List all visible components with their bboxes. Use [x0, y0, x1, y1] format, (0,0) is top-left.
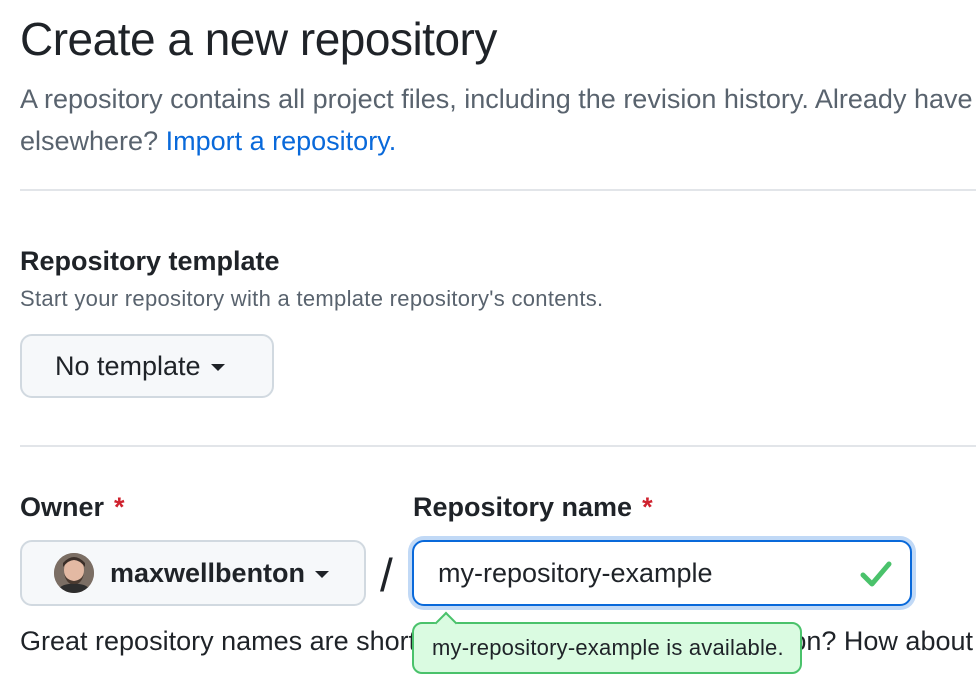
availability-message: my-repository-example is available. [432, 635, 784, 660]
template-section-description: Start your repository with a template re… [20, 286, 604, 311]
required-indicator: * [642, 492, 653, 522]
template-dropdown-label: No template [55, 350, 201, 381]
owner-label-text: Owner [20, 492, 105, 522]
page-description: A repository contains all project files,… [20, 78, 976, 162]
divider [20, 445, 976, 447]
chevron-down-icon [315, 571, 330, 578]
repository-name-input[interactable] [414, 542, 848, 604]
owner-label: Owner * [20, 492, 125, 523]
import-repository-link[interactable]: Import a repository. [165, 126, 397, 156]
owner-repo-separator: / [380, 549, 393, 601]
repository-name-label: Repository name * [413, 492, 653, 523]
owner-name: maxwellbenton [110, 557, 306, 588]
required-indicator: * [114, 492, 125, 522]
description-text-line2: elsewhere? [20, 126, 159, 156]
repository-name-label-text: Repository name [413, 492, 633, 522]
avatar-image [54, 553, 94, 593]
template-section-label: Repository template [20, 246, 280, 276]
avatar [54, 553, 94, 593]
repository-name-field[interactable] [412, 540, 912, 606]
divider [20, 189, 976, 191]
check-icon [860, 561, 892, 587]
chevron-down-icon [210, 364, 225, 371]
description-text: A repository contains all project files,… [20, 84, 976, 114]
page-title: Create a new repository [20, 13, 497, 65]
tooltip-arrow [434, 611, 458, 635]
owner-dropdown-button[interactable]: maxwellbenton [20, 540, 366, 606]
availability-tooltip: my-repository-example is available. [412, 611, 802, 674]
template-dropdown-button[interactable]: No template [20, 334, 274, 398]
